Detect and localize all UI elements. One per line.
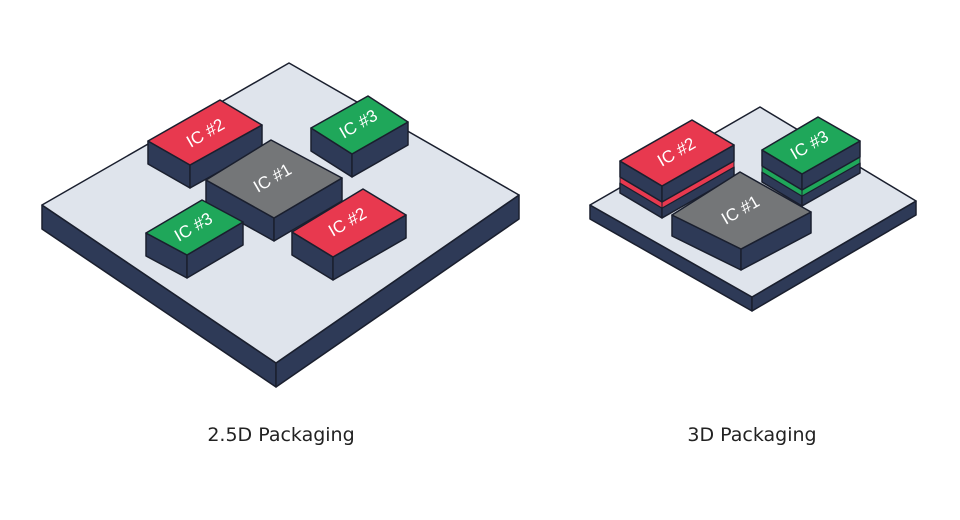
chip-ic2-top-left: IC #2: [147, 99, 263, 189]
chip-ic1-base: IC #1: [671, 171, 812, 271]
diagram-2-5d: IC #2 IC #3 IC #1 IC #3 IC #2: [41, 62, 520, 388]
chip-ic2-stacked: IC #2: [619, 119, 735, 219]
caption-2-5d-packaging: 2.5D Packaging: [207, 424, 355, 446]
chip-ic3-top-right: IC #3: [310, 95, 409, 178]
chip-ic3-bottom-left: IC #3: [145, 199, 244, 279]
chip-ic3-stacked: IC #3: [761, 116, 861, 207]
caption-3d-packaging: 3D Packaging: [687, 424, 817, 446]
chip-ic1-center: IC #1: [205, 139, 343, 242]
chip-ic2-bottom-right: IC #2: [291, 188, 407, 281]
diagram-3d: IC #2 IC #3 IC #1: [589, 106, 917, 312]
